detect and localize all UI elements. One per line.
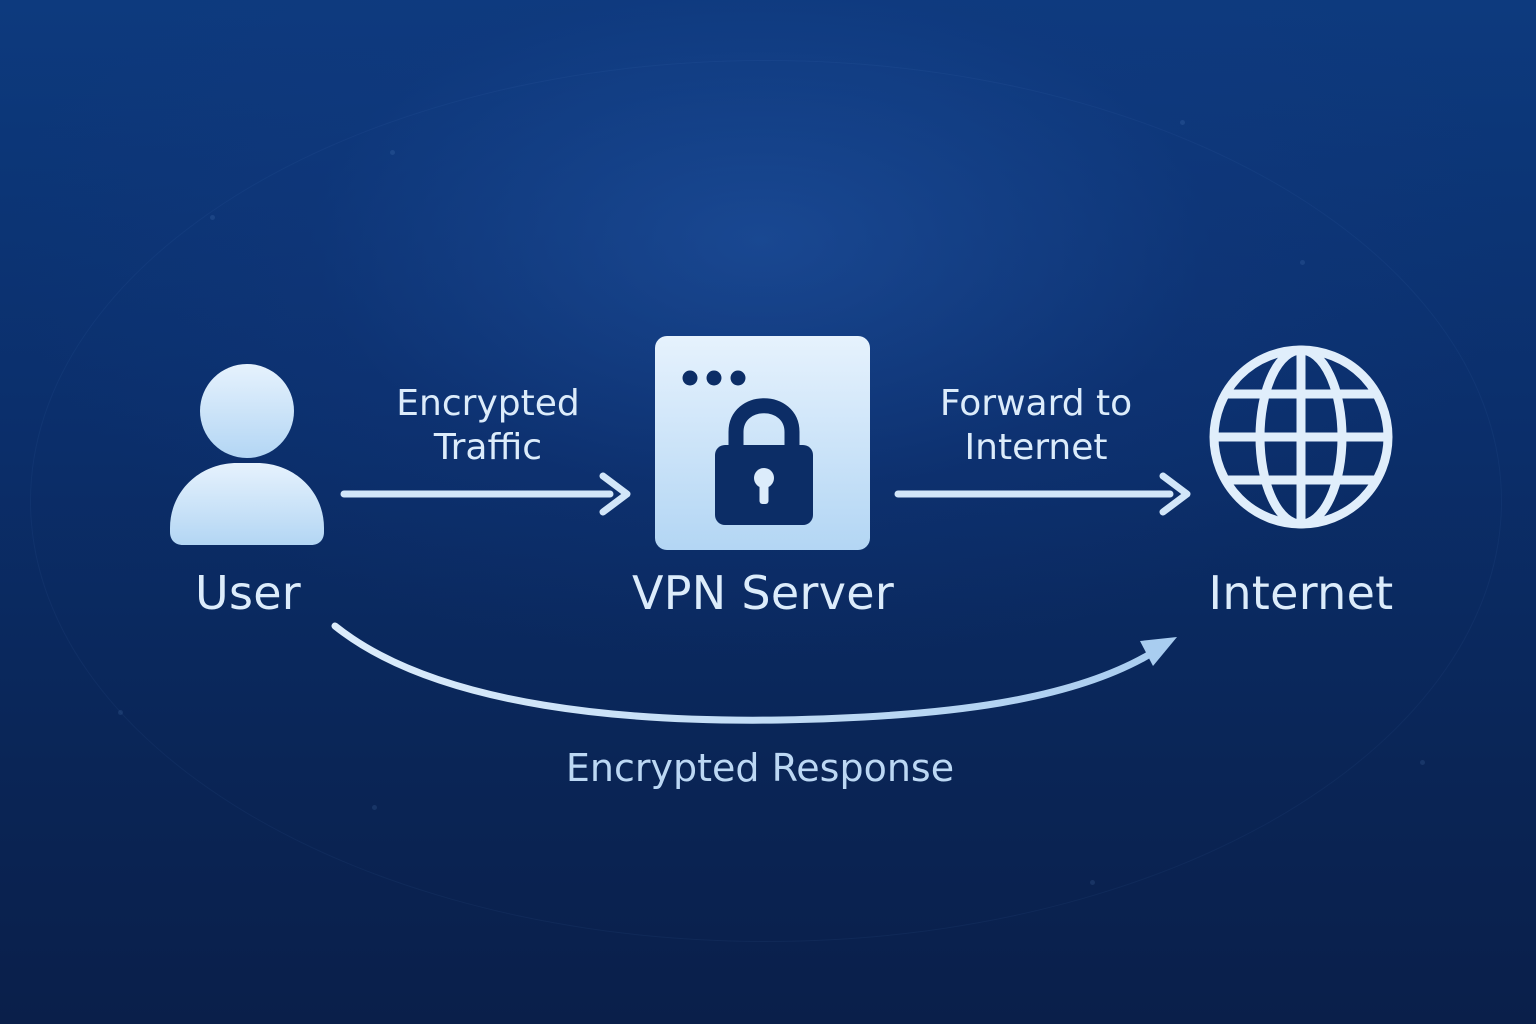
background-dot — [390, 150, 395, 155]
arrowhead — [1140, 637, 1177, 666]
vpn-server-icon — [655, 336, 870, 550]
globe-icon — [1209, 345, 1393, 529]
encrypted-traffic-arrow — [340, 472, 631, 516]
background-dot — [1420, 760, 1425, 765]
lock-icon — [715, 398, 813, 525]
server-window — [655, 336, 870, 550]
encrypted-response-arrow — [331, 622, 1177, 724]
forward-to-internet-arrow — [894, 472, 1191, 516]
forward-to-internet-label: Forward to Internet — [918, 382, 1154, 470]
background-dot — [1180, 120, 1185, 125]
edge-label-line: Forward to — [939, 383, 1133, 424]
encrypted-response-label: Encrypted Response — [565, 746, 955, 790]
vpn-server-label: VPN Server — [631, 566, 895, 620]
edge-label-line: Encrypted — [396, 383, 580, 424]
encrypted-traffic-label: Encrypted Traffic — [378, 382, 598, 470]
background-dot — [1090, 880, 1095, 885]
window-dot — [682, 370, 698, 386]
background-dot — [1300, 260, 1305, 265]
background-dot — [118, 710, 123, 715]
edge-label-line: Traffic — [433, 427, 543, 468]
window-dot — [706, 370, 722, 386]
background-dot — [210, 215, 215, 220]
user-head — [200, 364, 294, 458]
user-body — [170, 463, 324, 545]
user-icon — [170, 364, 324, 545]
window-dot — [730, 370, 746, 386]
internet-label: Internet — [1208, 566, 1394, 620]
edge-label-line: Internet — [964, 427, 1108, 468]
user-label: User — [194, 566, 302, 620]
background-dot — [372, 805, 377, 810]
